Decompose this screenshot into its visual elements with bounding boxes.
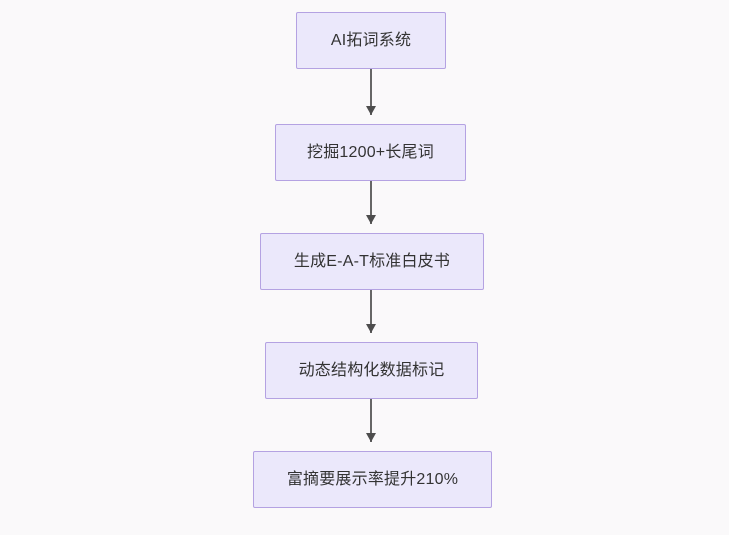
flow-arrowhead-icon [365, 433, 376, 442]
flow-arrowhead-icon [365, 215, 376, 224]
flow-node-label: 富摘要展示率提升210% [286, 470, 459, 488]
flow-connector-line [370, 69, 372, 115]
flow-node-label: 生成E-A-T标准白皮书 [293, 252, 451, 270]
flow-connector-line [370, 290, 372, 333]
flow-node-n3[interactable]: 生成E-A-T标准白皮书 [260, 233, 484, 290]
flow-node-n5[interactable]: 富摘要展示率提升210% [253, 451, 492, 508]
flow-node-n4[interactable]: 动态结构化数据标记 [265, 342, 478, 399]
flow-node-n2[interactable]: 挖掘1200+长尾词 [275, 124, 466, 181]
flow-connector-line [370, 399, 372, 442]
flow-node-label: 动态结构化数据标记 [298, 361, 445, 379]
flow-connector-line [370, 181, 372, 224]
flow-arrowhead-icon [365, 324, 376, 333]
flow-arrowhead-icon [365, 106, 376, 115]
flow-node-label: 挖掘1200+长尾词 [307, 143, 434, 161]
flow-node-label: AI拓词系统 [330, 31, 412, 49]
flow-node-n1[interactable]: AI拓词系统 [296, 12, 446, 69]
